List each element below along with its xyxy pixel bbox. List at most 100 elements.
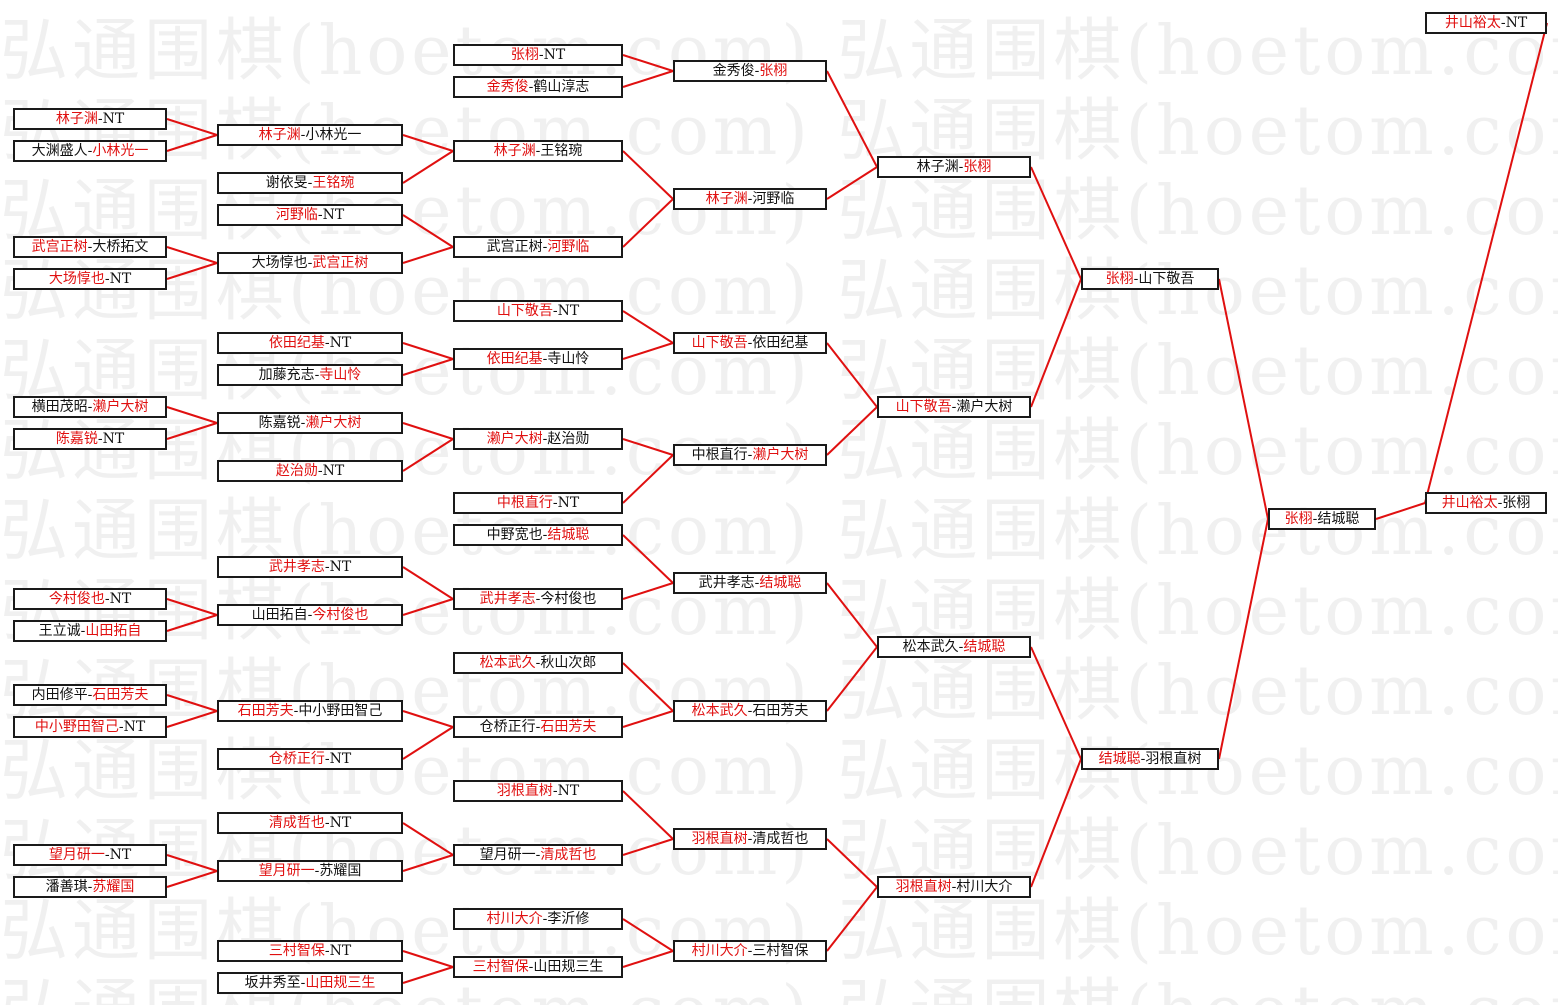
bracket-line — [402, 966, 454, 984]
match-box: 井山裕太-NT — [1425, 12, 1547, 34]
player-two-name: 结城聪 — [759, 575, 802, 591]
match-separator: - — [535, 655, 541, 671]
match-box: 坂井秀至-山田规三生 — [217, 972, 403, 994]
player-two-name: NT — [329, 943, 352, 959]
player-one-name: 金秀俊 — [712, 63, 755, 79]
player-one-name: 中根直行 — [691, 447, 748, 463]
match-box: 清成哲也-NT — [217, 812, 403, 834]
match-separator: - — [542, 911, 548, 927]
player-two-name: NT — [329, 335, 352, 351]
match-separator: - — [542, 351, 548, 367]
player-two-name: NT — [557, 495, 580, 511]
bracket-line — [826, 582, 878, 648]
player-one-name: 大渊盛人 — [31, 143, 88, 159]
match-box: 金秀俊-鹤山淳志 — [453, 76, 623, 98]
player-one-name: 武井孝志 — [698, 575, 755, 591]
bracket-line — [826, 838, 878, 888]
player-two-name: NT — [557, 783, 580, 799]
match-separator: - — [87, 399, 93, 415]
player-one-name: 石田芳夫 — [237, 703, 294, 719]
match-box: 望月研一-清成哲也 — [453, 844, 623, 866]
bracket-line — [622, 838, 674, 856]
match-box: 中野宽也-结城聪 — [453, 524, 623, 546]
match-box: 濑户大树-赵治勋 — [453, 428, 623, 450]
match-separator: - — [97, 111, 103, 127]
bracket-line — [826, 342, 878, 408]
player-one-name: 仓桥正行 — [479, 719, 536, 735]
player-two-name: NT — [123, 719, 146, 735]
player-two-name: 张栩 — [1502, 495, 1531, 511]
bracket-line — [166, 118, 218, 136]
bracket-line — [402, 854, 454, 872]
player-one-name: 井山裕太 — [1444, 15, 1501, 31]
match-separator: - — [1497, 495, 1503, 511]
bracket-line — [826, 166, 878, 200]
player-two-name: 大桥拓文 — [92, 239, 149, 255]
player-one-name: 松本武久 — [479, 655, 536, 671]
match-box: 大场惇也-武宫正树 — [217, 252, 403, 274]
bracket-line — [826, 646, 878, 712]
player-one-name: 山下敬吾 — [691, 335, 748, 351]
match-box: 羽根直树-村川大介 — [877, 876, 1031, 898]
bracket-line — [166, 134, 218, 152]
player-two-name: 王铭琬 — [540, 143, 583, 159]
player-two-name: 山下敬吾 — [1138, 271, 1195, 287]
match-box: 山田拓自-今村俊也 — [217, 604, 403, 626]
player-two-name: 山田规三生 — [305, 975, 376, 991]
match-separator: - — [747, 943, 753, 959]
match-box: 中根直行-濑户大树 — [673, 444, 827, 466]
match-box: 井山裕太-张栩 — [1425, 492, 1547, 514]
match-box: 松本武久-石田芳夫 — [673, 700, 827, 722]
match-separator: - — [535, 847, 541, 863]
player-one-name: 林子渊 — [258, 127, 301, 143]
match-box: 山下敬吾-NT — [453, 300, 623, 322]
player-two-name: NT — [543, 47, 566, 63]
bracket-line — [402, 358, 454, 376]
match-box: 大渊盛人-小林光一 — [13, 140, 167, 162]
player-two-name: NT — [329, 751, 352, 767]
match-box: 中小野田智己-NT — [13, 716, 167, 738]
match-separator: - — [1500, 15, 1506, 31]
player-two-name: 结城聪 — [547, 527, 590, 543]
match-box: 林子渊-NT — [13, 108, 167, 130]
player-two-name: 村川大介 — [956, 879, 1013, 895]
bracket-line — [622, 582, 674, 600]
bracket-line — [1030, 758, 1082, 888]
bracket-line — [166, 422, 218, 440]
player-one-name: 望月研一 — [258, 863, 315, 879]
match-separator: - — [314, 863, 320, 879]
player-one-name: 横田茂昭 — [31, 399, 88, 415]
match-box: 松本武久-秋山次郎 — [453, 652, 623, 674]
bracket-line — [166, 710, 218, 728]
player-two-name: 清成哲也 — [752, 831, 809, 847]
match-separator: - — [97, 431, 103, 447]
player-one-name: 金秀俊 — [486, 79, 529, 95]
bracket-line — [622, 54, 674, 72]
player-one-name: 张栩 — [1105, 271, 1134, 287]
bracket-line — [402, 246, 454, 264]
match-separator: - — [528, 959, 534, 975]
player-two-name: NT — [557, 303, 580, 319]
bracket-line — [1424, 22, 1548, 504]
match-separator: - — [528, 79, 534, 95]
player-one-name: 大场惇也 — [251, 255, 308, 271]
player-two-name: 赵治勋 — [547, 431, 590, 447]
player-one-name: 仓桥正行 — [268, 751, 325, 767]
player-one-name: 武井孝志 — [479, 591, 536, 607]
match-separator: - — [542, 431, 548, 447]
match-separator: - — [317, 463, 323, 479]
player-one-name: 林子渊 — [916, 159, 959, 175]
match-separator: - — [324, 751, 330, 767]
match-separator: - — [307, 175, 313, 191]
player-two-name: 河野临 — [547, 239, 590, 255]
match-box: 望月研一-苏耀国 — [217, 860, 403, 882]
player-two-name: 小林光一 — [92, 143, 149, 159]
player-one-name: 陈嘉锐 — [258, 415, 301, 431]
player-two-name: 今村俊也 — [540, 591, 597, 607]
player-one-name: 羽根直树 — [895, 879, 952, 895]
player-two-name: NT — [109, 591, 132, 607]
player-one-name: 羽根直树 — [691, 831, 748, 847]
match-box: 结城聪-羽根直树 — [1081, 748, 1219, 770]
match-box: 今村俊也-NT — [13, 588, 167, 610]
player-one-name: 武井孝志 — [268, 559, 325, 575]
